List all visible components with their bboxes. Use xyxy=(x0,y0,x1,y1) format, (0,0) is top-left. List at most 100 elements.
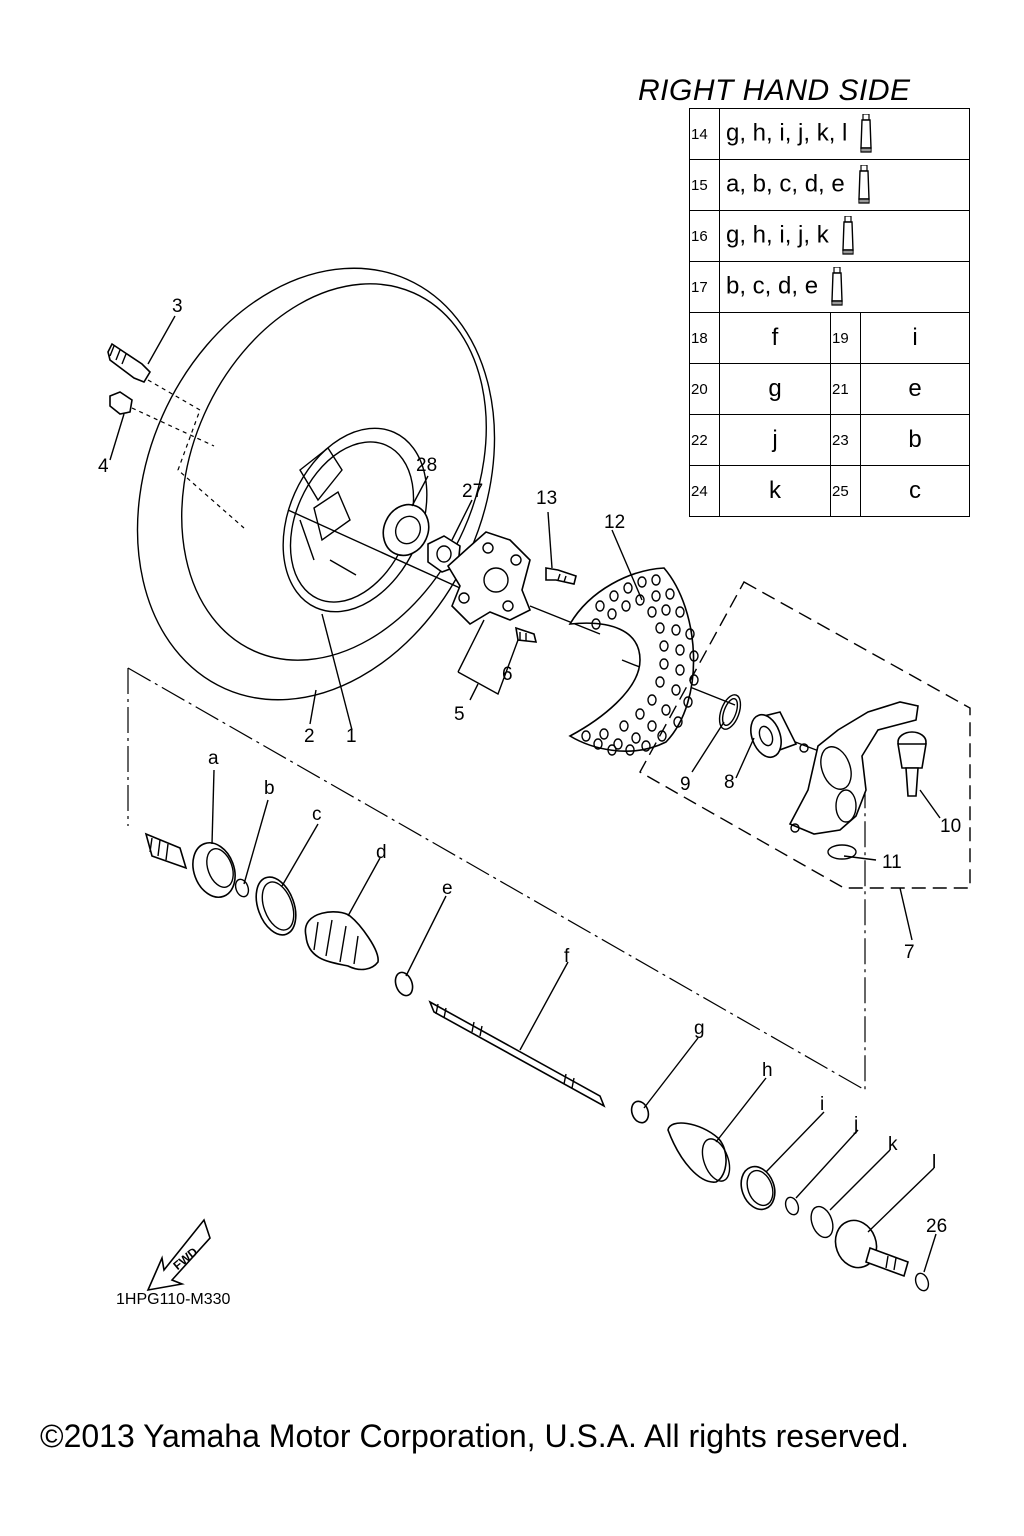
row-number: 23 xyxy=(830,414,861,466)
row-value: e xyxy=(860,363,970,415)
callout-k: k xyxy=(888,1134,898,1155)
disc-hole xyxy=(623,582,633,594)
disc-hole xyxy=(595,600,605,612)
row-number: 19 xyxy=(830,312,861,364)
tire xyxy=(136,267,496,701)
row-value: k xyxy=(719,465,831,517)
callout-28: 28 xyxy=(416,455,437,476)
callout-8: 8 xyxy=(724,772,735,793)
disc-hole xyxy=(621,600,631,612)
callout-labels: 3 4 28 27 13 12 6 5 2 1 9 8 10 11 7 a b … xyxy=(98,296,961,1237)
row-parts: g, h, i, j, k, l xyxy=(719,108,970,160)
callout-10: 10 xyxy=(940,816,961,837)
callout-c: c xyxy=(312,804,322,825)
callout-5: 5 xyxy=(454,704,465,725)
grease-tube-icon xyxy=(831,267,843,306)
disc-hole xyxy=(625,744,635,756)
grease-tube-icon xyxy=(860,114,873,153)
disc-hole xyxy=(671,684,681,696)
row-number: 24 xyxy=(689,465,720,517)
row-parts: a, b, c, d, e xyxy=(719,159,970,211)
knuckle-group-outline xyxy=(639,581,971,889)
disc-hole xyxy=(655,676,665,688)
disc-hole xyxy=(635,708,645,720)
disc-bolt xyxy=(545,567,577,585)
grease-tube-icon xyxy=(858,165,870,204)
cv-boot-h xyxy=(667,1122,731,1183)
callout-e: e xyxy=(442,878,453,899)
row-value: i xyxy=(860,312,970,364)
callout-f: f xyxy=(564,946,570,967)
brake-disc xyxy=(568,567,699,756)
row-parts: b, c, d, e xyxy=(719,261,970,313)
row-number: 20 xyxy=(689,363,720,415)
callout-a: a xyxy=(208,748,219,769)
disc-hole xyxy=(651,590,661,602)
steering-knuckle xyxy=(788,701,919,835)
disc-hole xyxy=(659,658,669,670)
cotter-clip xyxy=(827,844,857,860)
leader-lines xyxy=(109,315,941,1273)
disc-hole xyxy=(675,606,685,618)
disc-hole xyxy=(651,574,661,586)
callout-j: j xyxy=(853,1114,858,1135)
disc-hole xyxy=(675,664,685,676)
cv-boot-d xyxy=(304,911,379,971)
disc-hole xyxy=(659,640,669,652)
callout-i: i xyxy=(820,1094,824,1115)
callout-b: b xyxy=(264,778,275,799)
snap-ring-j xyxy=(784,1196,800,1216)
outer-cv-joint xyxy=(144,832,236,898)
disc-hole xyxy=(647,694,657,706)
row-value: j xyxy=(719,414,831,466)
disc-hole xyxy=(675,644,685,656)
callout-13: 13 xyxy=(536,488,557,509)
axle-shaft xyxy=(428,1000,606,1108)
disc-hole xyxy=(641,740,651,752)
callout-7: 7 xyxy=(904,942,915,963)
o-ring-k xyxy=(810,1205,834,1239)
callout-4: 4 xyxy=(98,456,109,477)
hub-stud xyxy=(514,626,538,643)
callout-3: 3 xyxy=(172,296,183,317)
callout-9: 9 xyxy=(680,774,691,795)
callout-27: 27 xyxy=(462,481,483,502)
disc-hole xyxy=(683,696,693,708)
ball-joint xyxy=(897,731,927,797)
disc-hole xyxy=(593,738,603,750)
row-number: 15 xyxy=(689,159,720,211)
callout-d: d xyxy=(376,842,387,863)
row-value: g xyxy=(719,363,831,415)
row-number: 14 xyxy=(689,108,720,160)
disc-hole xyxy=(619,720,629,732)
grease-tube-icon xyxy=(841,216,854,255)
side-title: RIGHT HAND SIDE xyxy=(638,74,911,107)
disc-hole xyxy=(661,704,671,716)
circlip-26 xyxy=(914,1272,930,1292)
valve-nut xyxy=(109,391,133,415)
disc-hole xyxy=(609,590,619,602)
row-number: 21 xyxy=(830,363,861,415)
row-parts-text: b, c, d, e xyxy=(726,272,819,300)
row-value: f xyxy=(719,312,831,364)
disc-hole xyxy=(647,720,657,732)
callout-l: l xyxy=(932,1152,936,1173)
disc-hole xyxy=(581,730,591,742)
callout-11: 11 xyxy=(882,852,902,873)
disc-hole xyxy=(673,716,683,728)
circlip xyxy=(718,694,742,730)
callout-g: g xyxy=(694,1018,705,1039)
disc-hole xyxy=(607,744,617,756)
callout-1: 1 xyxy=(346,726,357,747)
row-parts: g, h, i, j, k xyxy=(719,210,970,262)
wheel-hub xyxy=(446,531,532,626)
disc-hole xyxy=(665,588,675,600)
disc-hole xyxy=(671,624,681,636)
row-value: b xyxy=(860,414,970,466)
